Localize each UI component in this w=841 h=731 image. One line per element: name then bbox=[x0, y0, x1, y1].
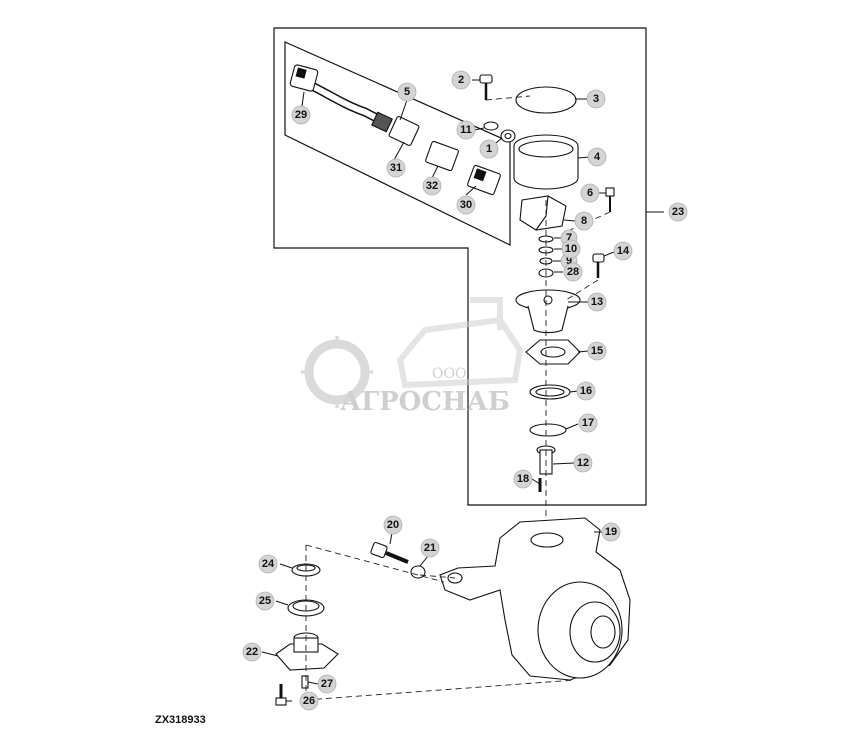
callout-label: 13 bbox=[591, 296, 603, 308]
callout-21[interactable]: 21 bbox=[420, 538, 440, 558]
callout-label: 28 bbox=[567, 266, 579, 278]
callout-label: 9 bbox=[566, 255, 572, 267]
callout-5[interactable]: 5 bbox=[397, 82, 417, 102]
screw-6 bbox=[605, 187, 615, 212]
callout-label: 18 bbox=[517, 473, 529, 485]
callout-28[interactable]: 28 bbox=[563, 262, 583, 282]
bolt-2 bbox=[479, 74, 493, 100]
callout-2[interactable]: 2 bbox=[451, 70, 471, 90]
callout-label: 26 bbox=[303, 695, 315, 707]
callout-label: 4 bbox=[594, 151, 601, 163]
callout-22[interactable]: 22 bbox=[242, 642, 262, 662]
gasket-15 bbox=[525, 339, 581, 365]
callout-14[interactable]: 14 bbox=[613, 241, 633, 261]
callout-4[interactable]: 4 bbox=[587, 147, 607, 167]
callout-label: 10 bbox=[565, 243, 577, 255]
gear-logo-icon bbox=[301, 336, 373, 408]
callout-19[interactable]: 19 bbox=[601, 522, 621, 542]
cover-3 bbox=[515, 86, 577, 114]
callout-label: 14 bbox=[617, 245, 630, 257]
callout-label: 2 bbox=[458, 74, 464, 86]
steering-knuckle-19 bbox=[439, 517, 631, 681]
watermark: ООО АГРОСНАБ bbox=[301, 297, 524, 417]
wiring-harness bbox=[289, 64, 420, 146]
callout-label: 1 bbox=[486, 143, 492, 155]
callout-8[interactable]: 8 bbox=[574, 211, 594, 231]
callout-25[interactable]: 25 bbox=[255, 591, 275, 611]
callout-1[interactable]: 1 bbox=[479, 139, 499, 159]
callout-26[interactable]: 26 bbox=[299, 691, 319, 711]
watermark-line1: ООО bbox=[432, 366, 466, 382]
callout-label: 7 bbox=[566, 232, 572, 244]
callout-10[interactable]: 10 bbox=[561, 239, 581, 259]
callout-17[interactable]: 17 bbox=[578, 413, 598, 433]
flange-13 bbox=[515, 289, 581, 334]
figure-id: ZX318933 bbox=[155, 714, 206, 726]
callout-label: 32 bbox=[426, 180, 438, 192]
combine-harvester-icon bbox=[396, 297, 524, 389]
connector-32 bbox=[425, 140, 459, 172]
callout-18[interactable]: 18 bbox=[513, 469, 533, 489]
callout-label: 27 bbox=[321, 678, 333, 690]
callout-20[interactable]: 20 bbox=[383, 515, 403, 535]
callout-31[interactable]: 31 bbox=[386, 158, 406, 178]
callout-15[interactable]: 15 bbox=[587, 341, 607, 361]
callout-label: 22 bbox=[246, 646, 258, 658]
callout-23[interactable]: 23 bbox=[668, 202, 688, 222]
callout-30[interactable]: 30 bbox=[456, 195, 476, 215]
washer-11 bbox=[483, 121, 499, 131]
callout-label: 15 bbox=[591, 345, 603, 357]
harness-frame bbox=[284, 41, 511, 246]
callout-6[interactable]: 6 bbox=[580, 183, 600, 203]
callout-label: 23 bbox=[672, 206, 684, 218]
fitting-27 bbox=[301, 675, 309, 689]
callout-label: 3 bbox=[593, 93, 599, 105]
callout-label: 30 bbox=[460, 199, 472, 211]
callout-label: 8 bbox=[581, 215, 587, 227]
callout-11[interactable]: 11 bbox=[456, 120, 476, 140]
callout-24[interactable]: 24 bbox=[258, 554, 278, 574]
callout-12[interactable]: 12 bbox=[573, 453, 593, 473]
cap-22 bbox=[275, 632, 339, 671]
callout-29[interactable]: 29 bbox=[291, 105, 311, 125]
nut-1 bbox=[500, 129, 516, 143]
callout-label: 31 bbox=[390, 162, 402, 174]
sensor-8 bbox=[519, 195, 567, 231]
housing-4 bbox=[513, 134, 579, 190]
callout-27[interactable]: 27 bbox=[317, 674, 337, 694]
bolt-26 bbox=[275, 684, 287, 706]
callout-label: 29 bbox=[295, 109, 307, 121]
callout-label: 6 bbox=[587, 187, 593, 199]
callout-3[interactable]: 3 bbox=[586, 89, 606, 109]
callout-label: 17 bbox=[582, 417, 594, 429]
bolt-20 bbox=[370, 541, 409, 564]
callout-label: 21 bbox=[424, 542, 436, 554]
callout-label: 5 bbox=[404, 86, 410, 98]
callout-label: 11 bbox=[460, 124, 472, 136]
watermark-line2: АГРОСНАБ bbox=[340, 387, 510, 417]
callout-label: 16 bbox=[580, 385, 592, 397]
callout-label: 25 bbox=[259, 595, 271, 607]
callout-16[interactable]: 16 bbox=[576, 381, 596, 401]
assembly-frame bbox=[273, 27, 647, 506]
callout-label: 24 bbox=[262, 558, 275, 570]
callout-13[interactable]: 13 bbox=[587, 292, 607, 312]
callout-label: 12 bbox=[577, 457, 589, 469]
callout-32[interactable]: 32 bbox=[422, 176, 442, 196]
connector-30 bbox=[467, 164, 501, 196]
leader-lines bbox=[261, 79, 664, 702]
callout-label: 19 bbox=[605, 526, 617, 538]
seal-16 bbox=[529, 384, 571, 400]
callout-label: 20 bbox=[387, 519, 399, 531]
bushing-17 bbox=[529, 423, 567, 437]
bolt-14 bbox=[592, 253, 605, 278]
